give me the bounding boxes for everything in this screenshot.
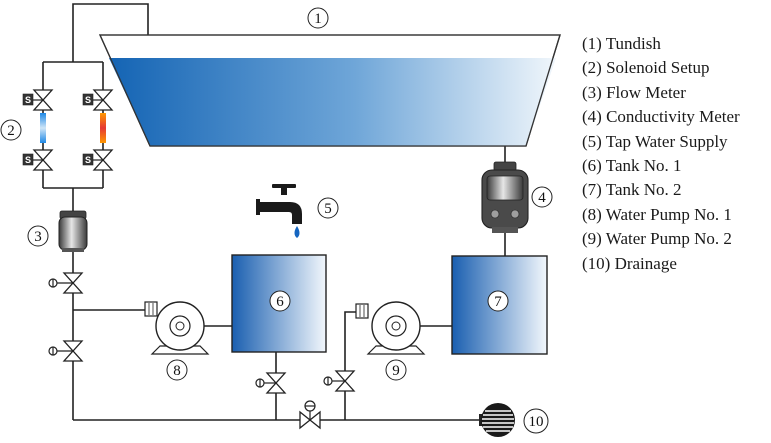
solenoid-label: S [85, 95, 91, 105]
hot-line [100, 113, 106, 143]
legend-item-tank-2: (7) Tank No. 2 [582, 180, 682, 200]
svg-text:3: 3 [34, 229, 42, 245]
callout-6: 6 [269, 290, 291, 312]
water-pump-1 [144, 301, 210, 355]
legend-item-flow-meter: (3) Flow Meter [582, 82, 686, 102]
conductivity-meter [481, 161, 529, 233]
callout-3: 3 [27, 225, 49, 247]
callout-7: 7 [487, 290, 509, 312]
solenoid-valve-bottom-right: S [82, 149, 113, 171]
legend-item-tundish: (1) Tundish [582, 34, 661, 53]
legend: (1) Tundish (2) Solenoid Setup (3) Flow … [582, 32, 740, 276]
manual-valve-lower [48, 340, 83, 362]
manifold-valve [299, 400, 321, 429]
callout-10: 10 [523, 408, 549, 434]
callout-1: 1 [307, 7, 329, 29]
solenoid-valve-bottom-left: S [22, 149, 53, 171]
callout-2: 2 [0, 119, 22, 141]
svg-text:9: 9 [392, 363, 400, 379]
faucet-icon [256, 184, 302, 238]
legend-item-tank-1: (6) Tank No. 1 [582, 156, 682, 176]
tundish [98, 34, 561, 147]
water-pump-2 [355, 301, 426, 355]
solenoid-valve-top-right: S [82, 89, 113, 111]
manual-valve-upper [48, 272, 83, 294]
legend-item-water-pump-2: (9) Water Pump No. 2 [582, 229, 732, 249]
solenoid-label: S [25, 155, 31, 165]
solenoid-setup: S S S S [22, 89, 113, 171]
svg-text:6: 6 [276, 294, 284, 310]
legend-item-conductivity-meter: (4) Conductivity Meter [582, 107, 740, 127]
solenoid-valve-top-left: S [22, 89, 53, 111]
flow-meter [58, 210, 88, 252]
solenoid-label: S [85, 155, 91, 165]
callout-5: 5 [317, 197, 339, 219]
svg-text:8: 8 [173, 363, 181, 379]
legend-item-drainage: (10) Drainage [582, 253, 677, 273]
svg-text:2: 2 [7, 123, 15, 139]
svg-text:1: 1 [314, 11, 322, 27]
legend-item-tap-water-supply: (5) Tap Water Supply [582, 131, 728, 151]
callout-8: 8 [166, 359, 188, 381]
svg-text:7: 7 [494, 294, 502, 310]
cold-line [40, 113, 46, 143]
svg-text:4: 4 [538, 190, 546, 206]
svg-text:10: 10 [529, 414, 544, 430]
drain-grate-icon [479, 403, 515, 437]
legend-item-solenoid-setup: (2) Solenoid Setup [582, 58, 710, 78]
callout-9: 9 [385, 359, 407, 381]
legend-item-water-pump-1: (8) Water Pump No. 1 [582, 204, 732, 224]
svg-text:5: 5 [324, 201, 332, 217]
callout-4: 4 [531, 186, 553, 208]
solenoid-label: S [25, 95, 31, 105]
pump-2-valve [323, 370, 355, 392]
tank-1-outlet-valve [255, 372, 286, 394]
